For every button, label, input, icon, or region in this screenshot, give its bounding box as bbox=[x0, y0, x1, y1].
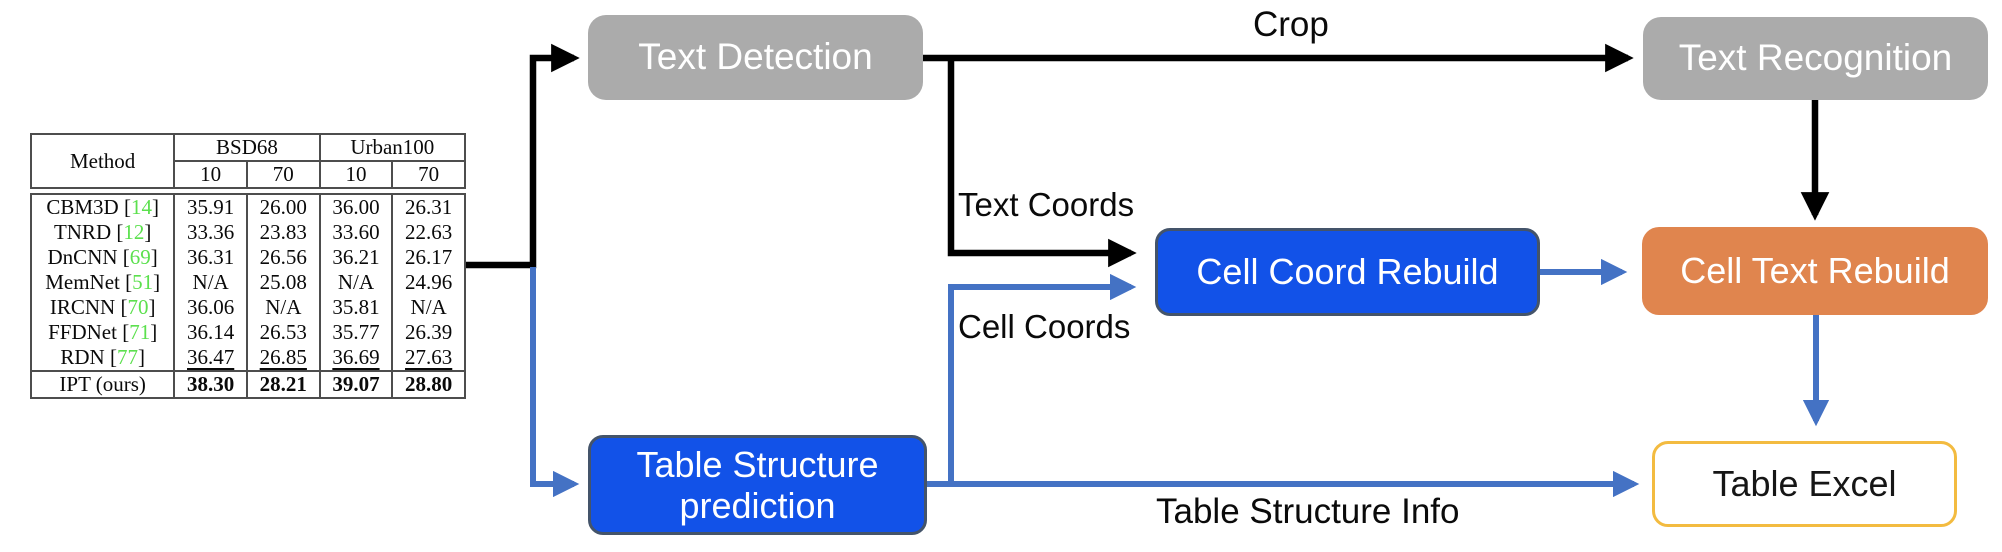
value-cell: 26.00 bbox=[246, 194, 321, 220]
value-cell: N/A bbox=[319, 270, 394, 295]
value-cell: 35.81 bbox=[319, 295, 394, 320]
method-cell: IPT (ours) bbox=[31, 370, 176, 398]
value-cell: 36.14 bbox=[174, 320, 248, 345]
method-cell: MemNet [51] bbox=[31, 270, 176, 295]
value-cell: 28.21 bbox=[246, 370, 321, 398]
table-excel-label: Table Excel bbox=[1712, 463, 1897, 505]
table-structure-prediction-box: Table Structure prediction bbox=[588, 435, 927, 535]
subheader-cell: 10 bbox=[318, 160, 394, 189]
table-row: IPT (ours) 38.30 28.21 39.07 28.80 bbox=[31, 370, 465, 398]
value-cell: 36.47 bbox=[174, 345, 248, 371]
value-cell: 36.21 bbox=[319, 245, 394, 270]
header-group-bsd68: BSD68 bbox=[173, 133, 321, 162]
value-cell: N/A bbox=[410, 295, 447, 319]
method-cell: RDN [77] bbox=[31, 345, 176, 371]
header-group-urban100: Urban100 bbox=[318, 133, 467, 162]
value-cell: 36.00 bbox=[319, 194, 394, 220]
text-recognition-box: Text Recognition bbox=[1643, 17, 1988, 100]
cell-coords-edge-label: Cell Coords bbox=[958, 308, 1131, 345]
value-cell: 38.30 bbox=[174, 370, 248, 398]
value-cell: 26.17 bbox=[405, 245, 453, 269]
table-subheader-row: 10 70 10 70 bbox=[31, 160, 466, 189]
results-table-header: Method BSD68 Urban100 10 70 10 70 bbox=[29, 133, 467, 189]
value-cell: 36.06 bbox=[174, 295, 248, 320]
value-cell: 26.85 bbox=[246, 345, 321, 371]
text-coords-edge-label: Text Coords bbox=[958, 186, 1135, 223]
header-method: Method bbox=[29, 133, 176, 189]
value-cell: N/A bbox=[174, 270, 248, 295]
subheader-cell: 70 bbox=[245, 160, 321, 189]
value-cell: 26.31 bbox=[405, 195, 453, 219]
cell-coord-rebuild-box: Cell Coord Rebuild bbox=[1155, 228, 1540, 316]
value-cell: 25.08 bbox=[246, 270, 321, 295]
method-cell: TNRD [12] bbox=[31, 220, 176, 245]
value-cell: 24.96 bbox=[405, 270, 453, 294]
table-structure-prediction-label-line1: Table Structure bbox=[636, 443, 879, 485]
table-header-row: Method BSD68 Urban100 bbox=[29, 133, 467, 189]
table-row: CBM3D [14] 35.91 26.00 36.00 26.31 bbox=[31, 194, 465, 220]
value-cell: 33.36 bbox=[174, 220, 248, 245]
arrow-table-to-text-detection bbox=[466, 43, 580, 269]
method-cell: IRCNN [70] bbox=[31, 295, 176, 320]
text-detection-label: Text Detection bbox=[638, 36, 873, 78]
table-structure-info-edge-label: Table Structure Info bbox=[1156, 492, 1460, 531]
table-row: TNRD [12] 33.36 23.83 33.60 22.63 bbox=[31, 220, 465, 245]
value-cell: 35.77 bbox=[319, 320, 394, 345]
subheader-cell: 70 bbox=[391, 160, 466, 189]
results-table-body: CBM3D [14] 35.91 26.00 36.00 26.31 TNRD … bbox=[31, 194, 465, 398]
value-cell: 39.07 bbox=[319, 370, 394, 398]
value-cell: 26.39 bbox=[405, 320, 453, 344]
cell-coord-rebuild-label: Cell Coord Rebuild bbox=[1196, 251, 1499, 293]
value-cell: 36.69 bbox=[319, 345, 394, 371]
cell-text-rebuild-label: Cell Text Rebuild bbox=[1680, 250, 1950, 292]
results-table-data: CBM3D [14] 35.91 26.00 36.00 26.31 TNRD … bbox=[30, 193, 466, 399]
table-row: MemNet [51] N/A 25.08 N/A 24.96 bbox=[31, 270, 465, 295]
value-cell: 26.53 bbox=[246, 320, 321, 345]
value-cell: 35.91 bbox=[174, 194, 248, 220]
value-cell: 22.63 bbox=[405, 220, 453, 244]
arrow-text-coords-to-cell-coord-rebuild bbox=[947, 61, 1137, 268]
value-cell: N/A bbox=[246, 295, 321, 320]
subheader-cell: 10 bbox=[173, 160, 248, 189]
arrow-table-to-table-structure-prediction bbox=[530, 267, 580, 498]
value-cell: 23.83 bbox=[246, 220, 321, 245]
text-recognition-label: Text Recognition bbox=[1678, 37, 1953, 79]
value-cell: 33.60 bbox=[319, 220, 394, 245]
table-structure-prediction-label-line2: prediction bbox=[679, 485, 836, 526]
table-row: FFDNet [71] 36.14 26.53 35.77 26.39 bbox=[31, 320, 465, 345]
value-cell: 27.63 bbox=[405, 345, 453, 369]
table-excel-box: Table Excel bbox=[1652, 441, 1957, 527]
table-row: DnCNN [69] 36.31 26.56 36.21 26.17 bbox=[31, 245, 465, 270]
value-cell: 36.31 bbox=[174, 245, 248, 270]
method-cell: DnCNN [69] bbox=[31, 245, 176, 270]
table-row: RDN [77] 36.47 26.85 36.69 27.63 bbox=[31, 345, 465, 371]
method-cell: CBM3D [14] bbox=[31, 194, 176, 220]
value-cell: 28.80 bbox=[392, 370, 465, 398]
results-table: Method BSD68 Urban100 10 70 10 70 CBM3D … bbox=[29, 133, 467, 399]
crop-edge-label: Crop bbox=[1253, 5, 1329, 44]
cell-text-rebuild-box: Cell Text Rebuild bbox=[1642, 227, 1988, 315]
value-cell: 26.56 bbox=[246, 245, 321, 270]
text-detection-box: Text Detection bbox=[588, 15, 923, 100]
method-cell: FFDNet [71] bbox=[31, 320, 176, 345]
table-row: IRCNN [70] 36.06 N/A 35.81 N/A bbox=[31, 295, 465, 320]
